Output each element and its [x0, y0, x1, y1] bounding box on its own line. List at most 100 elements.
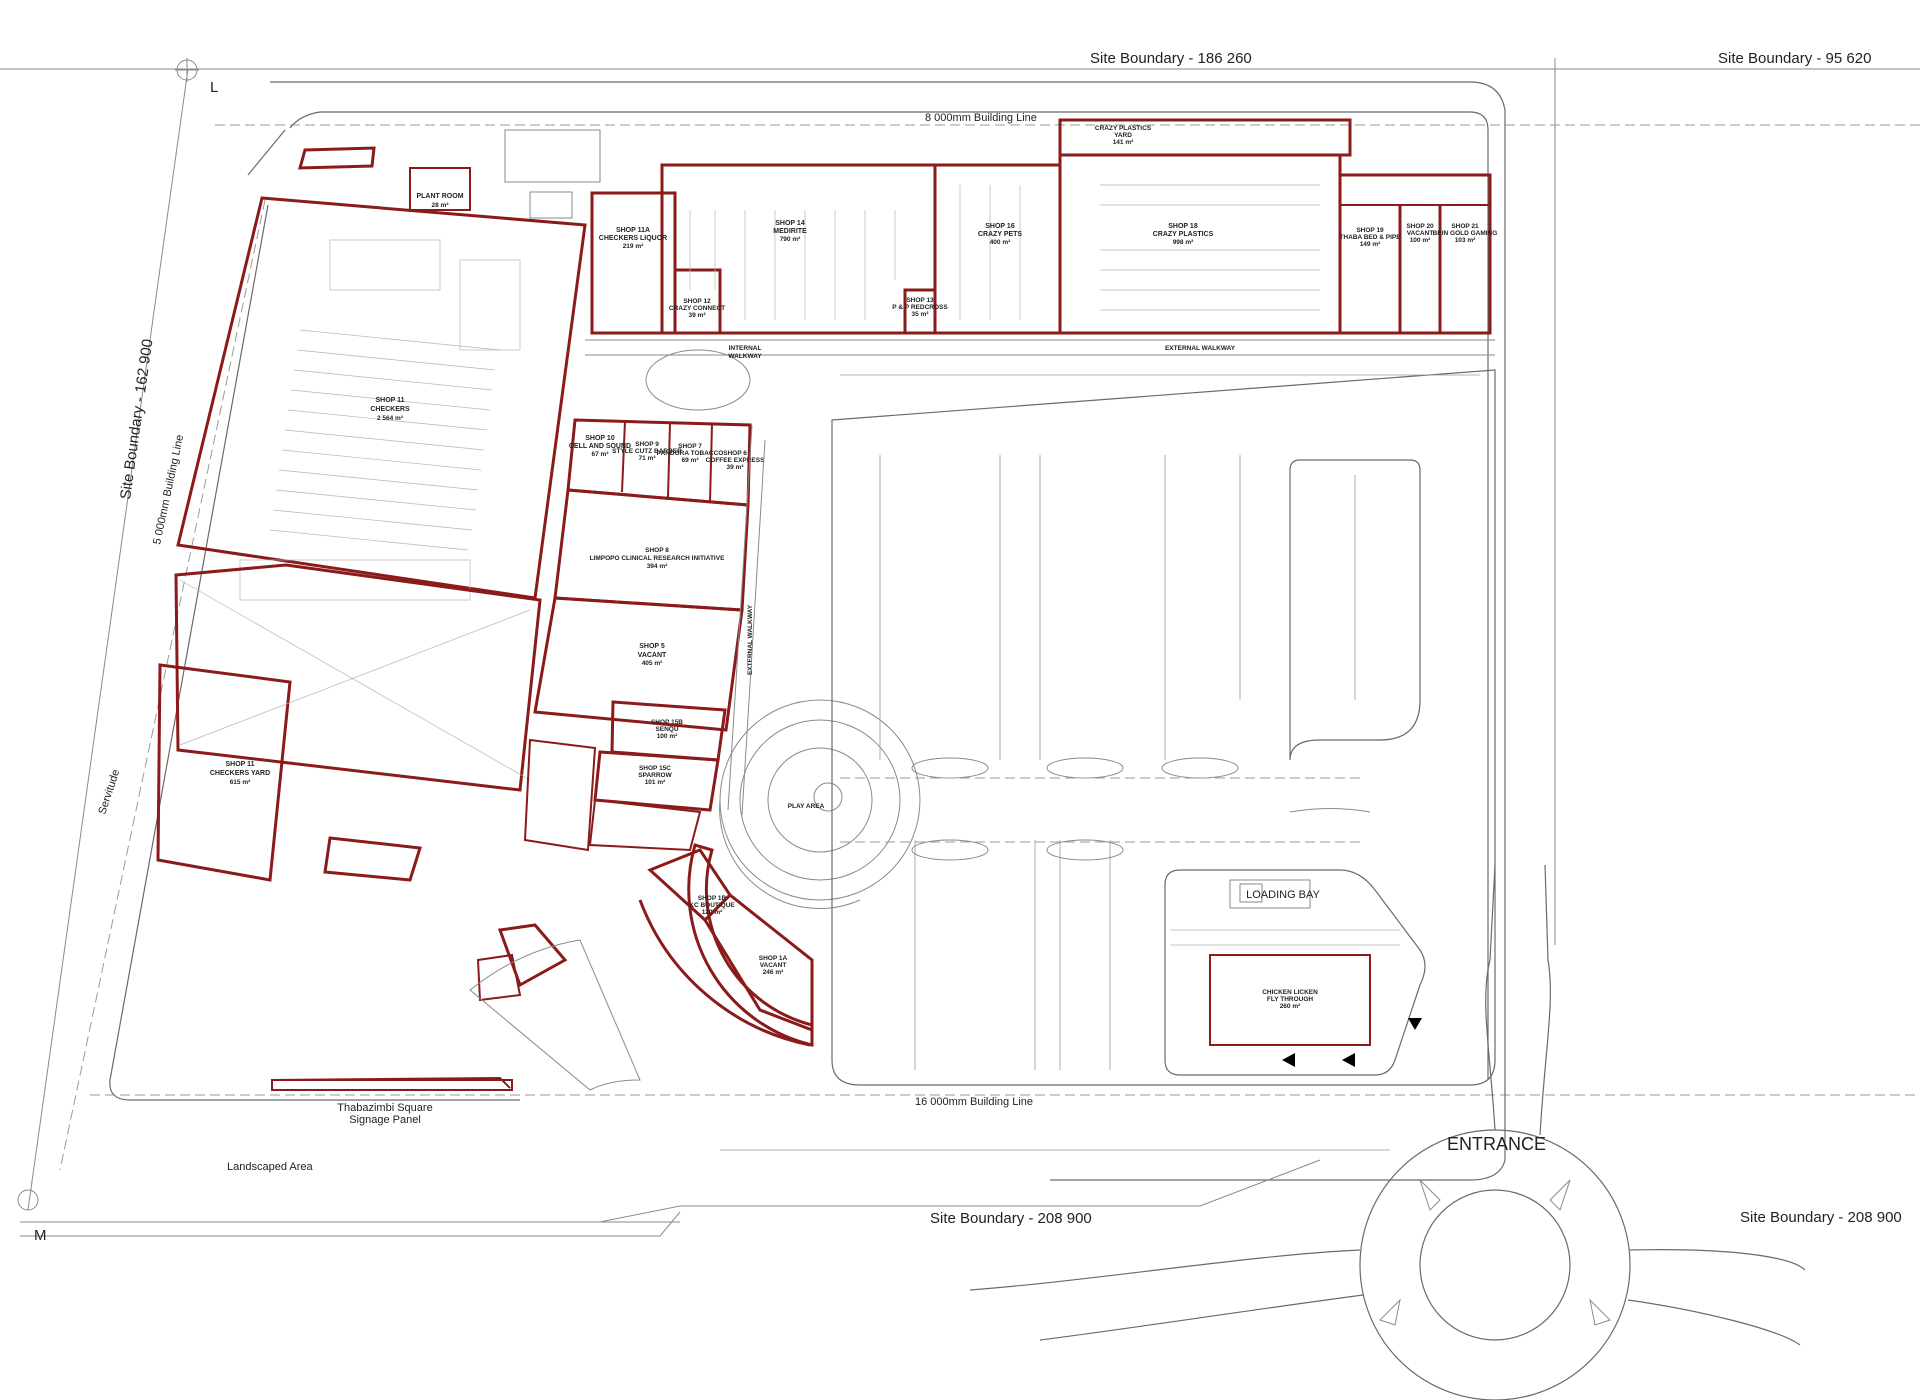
- shop-8-name: SHOP 8: [645, 547, 669, 554]
- shop-21-name: SHOP 21: [1451, 223, 1479, 230]
- shop-16-sub: CRAZY PETS: [978, 231, 1023, 238]
- arrow-left-icon: [1342, 1053, 1355, 1067]
- entrance-label: ENTRANCE: [1447, 1134, 1546, 1154]
- shop-15c-name: SHOP 15C: [639, 765, 671, 772]
- arrow-left-icon: [1282, 1053, 1295, 1067]
- crazy-plastics-yard-area: 141 m²: [1113, 139, 1134, 146]
- shop-11-checkers: SHOP 11 CHECKERS 2 564 m²: [176, 146, 587, 601]
- site-boundary-left: Site Boundary - 162 900: [117, 338, 156, 501]
- plant-room: PLANT ROOM 28 m²: [409, 129, 601, 219]
- internal-walkway: INTERNAL WALKWAY: [645, 345, 762, 411]
- shop-5-area: 405 m²: [642, 660, 663, 667]
- shop-1b-sub: KC BOUTIQUE: [689, 902, 735, 909]
- shop-15b-name: SHOP 15B: [651, 719, 683, 726]
- site-boundary-top-right: Site Boundary - 95 620: [1718, 50, 1871, 67]
- parking-area: [720, 369, 1496, 1151]
- shop-19-name: SHOP 19: [1356, 227, 1384, 234]
- shop-11y-sub: CHECKERS YARD: [210, 770, 270, 777]
- shop-19-area: 149 m²: [1360, 241, 1381, 248]
- loading-bay-label: LOADING BAY: [1246, 889, 1320, 901]
- shop-11-name: SHOP 11: [375, 397, 404, 404]
- shop-16-name: SHOP 16: [985, 223, 1015, 230]
- site-boundary-bottom-left: Site Boundary - 208 900: [930, 1210, 1092, 1227]
- crazy-plastics-yard-sub: YARD: [1114, 132, 1132, 139]
- annotation-labels: Site Boundary - 186 260 Site Boundary - …: [34, 50, 1902, 1244]
- north-shop-strip: SHOP 11A CHECKERS LIQUOR 219 m² SHOP 14 …: [585, 118, 1498, 356]
- site-boundary-lines: [0, 58, 1920, 1223]
- servitude-label: Servitude: [96, 768, 122, 816]
- shop-16-area: 400 m²: [990, 239, 1011, 246]
- play-area-label: PLAY AREA: [788, 803, 825, 810]
- shop-10-sub: CELL AND SOUND: [569, 443, 631, 450]
- shop-1a-area: 246 m²: [763, 969, 784, 976]
- shop-11a-area: 219 m²: [623, 243, 644, 250]
- shop-15b-sub: SENQU: [655, 726, 678, 733]
- crazy-plastics-yard-name: CRAZY PLASTICS: [1095, 125, 1152, 132]
- shop-8-sub: LIMPOPO CLINICAL RESEARCH INITIATIVE: [590, 555, 725, 562]
- shop-20-area: 100 m²: [1410, 237, 1431, 244]
- shop-7-name: SHOP 7: [678, 443, 702, 450]
- shop-1a-name: SHOP 1A: [759, 955, 788, 962]
- shop-7-sub: PANDORA TOBACCO: [657, 450, 724, 457]
- shop-11-area: 2 564 m²: [377, 415, 404, 422]
- signage-label-1: Thabazimbi Square: [337, 1102, 432, 1114]
- shop-18-sub: CRAZY PLASTICS: [1153, 231, 1214, 238]
- perimeter-road: [109, 81, 1506, 1181]
- shop-6-area: 39 m²: [727, 464, 745, 471]
- shop-15c-sub: SPARROW: [638, 772, 672, 779]
- shop-14-area: 790 m²: [780, 236, 801, 243]
- shop-13-area: 35 m²: [912, 311, 930, 318]
- shop-15c-area: 101 m²: [645, 779, 666, 786]
- shop-20-name: SHOP 20: [1406, 223, 1434, 230]
- shop-1b-name: SHOP 1B: [698, 895, 727, 902]
- marker-l: L: [210, 79, 218, 96]
- central-shop-block: SHOP 10 CELL AND SOUND 67 m² SHOP 9 STYL…: [523, 418, 766, 852]
- external-walkway-label: EXTERNAL WALKWAY: [1165, 345, 1236, 352]
- roundabout: ENTRANCE: [20, 864, 1806, 1400]
- shop-14-sub: MEDIRITE: [773, 228, 807, 235]
- shop-1b-area: 120 m²: [702, 909, 723, 916]
- shop-5-name: SHOP 5: [639, 643, 665, 650]
- shop-5-sub: VACANT: [638, 652, 667, 659]
- shop-7-area: 69 m²: [682, 457, 700, 464]
- site-boundary-top-left: Site Boundary - 186 260: [1090, 50, 1252, 67]
- shop-13-sub: P & P REDCROSS: [892, 304, 948, 311]
- shop-9-name: SHOP 9: [635, 441, 659, 448]
- chicken-licken-name: CHICKEN LICKEN: [1262, 989, 1318, 996]
- shop-8-area: 394 m²: [647, 563, 668, 570]
- external-walkway-vertical: EXTERNAL WALKWAY: [747, 604, 754, 675]
- shop-11a-sub: CHECKERS LIQUOR: [599, 235, 667, 242]
- shop-1a-sub: VACANT: [760, 962, 787, 969]
- chicken-licken-sub: FLY THROUGH: [1267, 996, 1314, 1003]
- internal-walkway-label-1: INTERNAL: [729, 345, 762, 352]
- shop-14-name: SHOP 14: [775, 220, 805, 227]
- shop-9-sub: STYLE CUTZ BARBER: [612, 448, 682, 455]
- shop-10-area: 67 m²: [592, 451, 610, 458]
- chicken-licken-block: LOADING BAY CHICKEN LICKEN FLY THROUGH 2…: [1164, 869, 1426, 1076]
- landscaped-label: Landscaped Area: [227, 1161, 314, 1173]
- shop-11y-name: SHOP 11: [225, 761, 254, 768]
- site-boundary-bottom-right: Site Boundary - 208 900: [1740, 1209, 1902, 1226]
- marker-m: M: [34, 1227, 47, 1244]
- shop-12-area: 39 m²: [689, 312, 707, 319]
- curved-shops: PLAY AREA SHOP 1B KC BOUTIQUE 120 m² SHO…: [469, 699, 921, 1091]
- shop-11y-area: 615 m²: [230, 779, 251, 786]
- internal-walkway-label-2: WALKWAY: [728, 353, 762, 360]
- shop-11a-name: SHOP 11A: [616, 227, 650, 234]
- arrow-down-icon: [1408, 1018, 1422, 1030]
- shop-12-sub: CRAZY CONNECT: [669, 305, 725, 312]
- plant-room-label: PLANT ROOM: [416, 193, 463, 200]
- shop-15b-area: 100 m²: [657, 733, 678, 740]
- shop-18-name: SHOP 18: [1168, 223, 1198, 230]
- shop-18-area: 998 m²: [1173, 239, 1194, 246]
- building-line-top: 8 000mm Building Line: [925, 112, 1037, 124]
- shop-21-area: 103 m²: [1455, 237, 1476, 244]
- building-line-bottom: 16 000mm Building Line: [915, 1096, 1033, 1108]
- shop-20-sub: VACANT: [1407, 230, 1434, 237]
- plant-room-area: 28 m²: [432, 202, 450, 209]
- shop-21-sub: BEIN GOLD GAMING: [1433, 230, 1498, 237]
- shop-11-sub: CHECKERS: [370, 406, 410, 413]
- chicken-licken-area: 260 m²: [1280, 1003, 1301, 1010]
- shop-10-name: SHOP 10: [585, 435, 615, 442]
